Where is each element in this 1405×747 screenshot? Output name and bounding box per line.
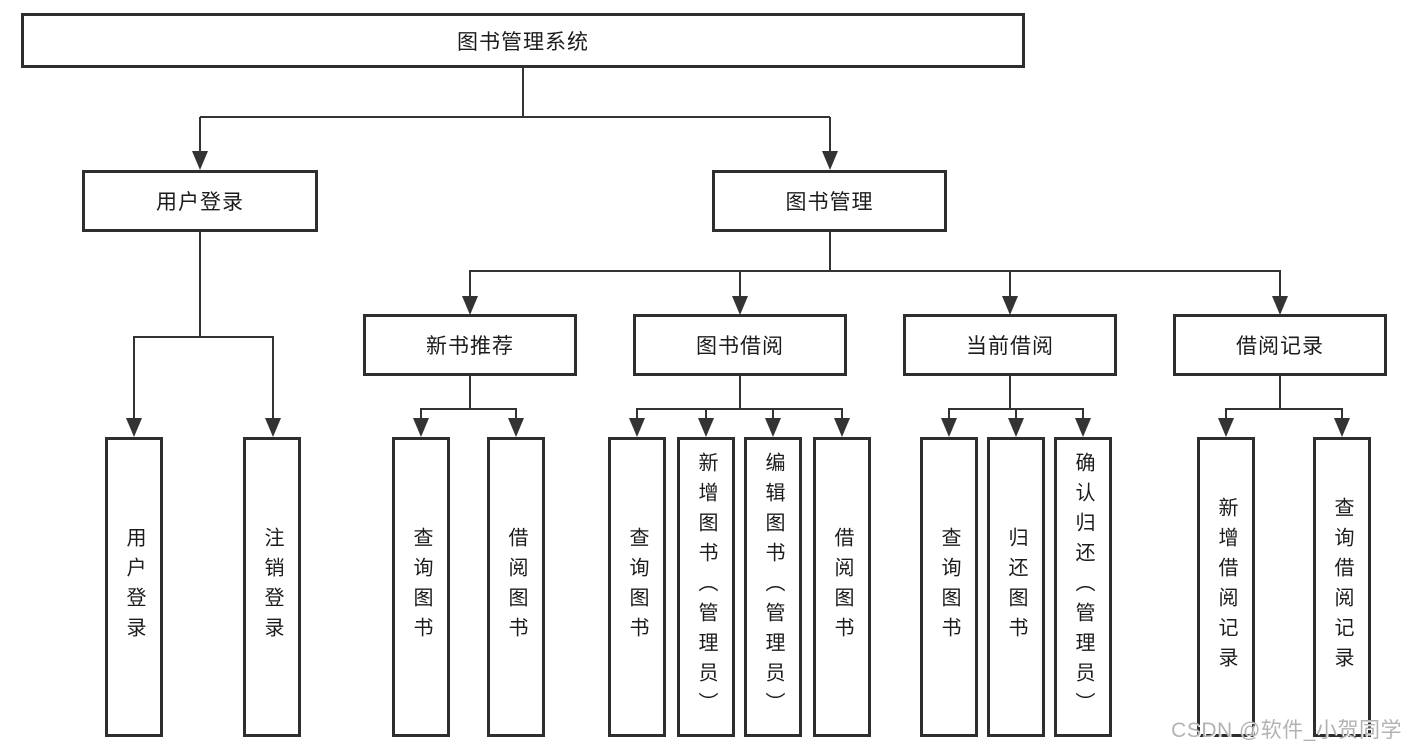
watermark: CSDN @软件_小贺同学 xyxy=(1171,719,1402,742)
leaf-borrow-books-recommend-label: 借阅图书 xyxy=(505,527,527,647)
leaf-query-books-recommend: 查询图书 xyxy=(392,437,450,737)
node-book-management: 图书管理 xyxy=(712,170,947,232)
node-user-login: 用户登录 xyxy=(82,170,318,232)
leaf-borrow-books: 借阅图书 xyxy=(813,437,871,737)
leaf-query-books-current-label: 查询图书 xyxy=(938,527,960,647)
leaf-query-books-recommend-label: 查询图书 xyxy=(410,527,432,647)
leaf-logout-label: 注销登录 xyxy=(261,527,283,647)
leaf-query-borrow-record-label: 查询借阅记录 xyxy=(1331,497,1353,677)
leaf-add-borrow-record-label: 新增借阅记录 xyxy=(1215,497,1237,677)
leaf-user-login: 用户登录 xyxy=(105,437,163,737)
leaf-add-borrow-record: 新增借阅记录 xyxy=(1197,437,1255,737)
node-root-label: 图书管理系统 xyxy=(457,30,589,54)
leaf-confirm-return-admin-label: 确认归还（管理员） xyxy=(1072,452,1094,722)
node-book-borrowing-label: 图书借阅 xyxy=(696,335,784,358)
node-borrowing-records-label: 借阅记录 xyxy=(1236,335,1324,358)
leaf-confirm-return-admin: 确认归还（管理员） xyxy=(1054,437,1112,737)
node-user-login-label: 用户登录 xyxy=(156,191,244,214)
node-new-book-recommendation: 新书推荐 xyxy=(363,314,577,376)
leaf-query-books-current: 查询图书 xyxy=(920,437,978,737)
leaf-logout: 注销登录 xyxy=(243,437,301,737)
node-book-management-label: 图书管理 xyxy=(785,191,874,214)
node-new-book-recommendation-label: 新书推荐 xyxy=(426,335,514,358)
leaf-query-borrow-record: 查询借阅记录 xyxy=(1313,437,1371,737)
leaf-return-books: 归还图书 xyxy=(987,437,1045,737)
leaf-edit-books-admin: 编辑图书（管理员） xyxy=(744,437,802,737)
node-borrowing-records: 借阅记录 xyxy=(1173,314,1387,376)
node-book-borrowing: 图书借阅 xyxy=(633,314,847,376)
node-current-borrowing-label: 当前借阅 xyxy=(966,335,1054,358)
leaf-user-login-label: 用户登录 xyxy=(123,527,145,647)
node-current-borrowing: 当前借阅 xyxy=(903,314,1117,376)
leaf-borrow-books-label: 借阅图书 xyxy=(831,527,853,647)
leaf-query-books-borrow: 查询图书 xyxy=(608,437,666,737)
leaf-query-books-borrow-label: 查询图书 xyxy=(626,527,648,647)
leaf-borrow-books-recommend: 借阅图书 xyxy=(487,437,545,737)
leaf-add-books-admin-label: 新增图书（管理员） xyxy=(695,452,717,722)
leaf-return-books-label: 归还图书 xyxy=(1005,527,1027,647)
leaf-edit-books-admin-label: 编辑图书（管理员） xyxy=(762,452,784,722)
node-root: 图书管理系统 xyxy=(21,13,1025,68)
leaf-add-books-admin: 新增图书（管理员） xyxy=(677,437,735,737)
